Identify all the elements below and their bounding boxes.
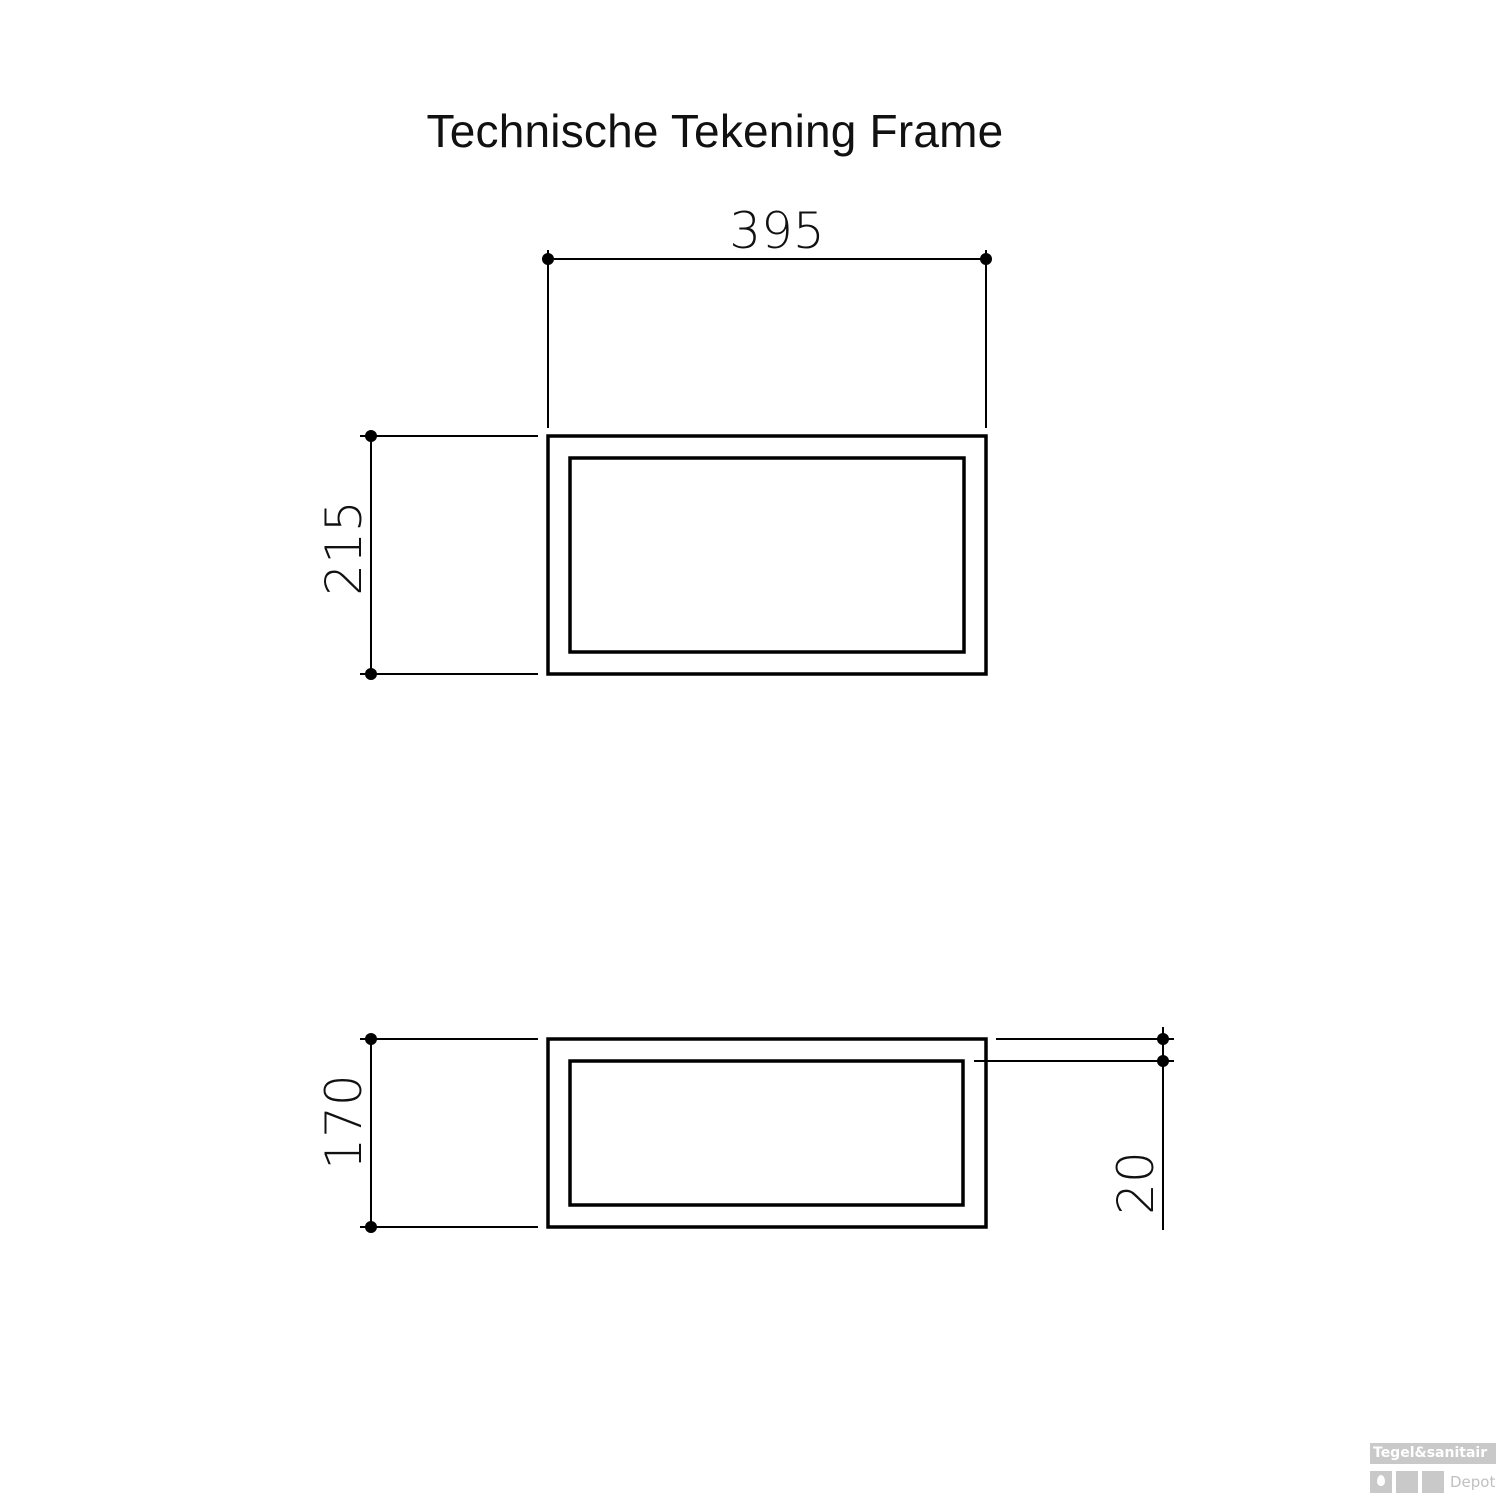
brand-name: Tegel&sanitair — [1370, 1443, 1496, 1464]
brand-watermark: Tegel&sanitair Depot — [1370, 1443, 1496, 1498]
front-view: 395 215 — [315, 202, 992, 680]
width-dimension-label: 395 — [729, 202, 824, 260]
brand-subtitle: Depot — [1450, 1472, 1496, 1491]
depth-dimension-label: 170 — [315, 1074, 373, 1169]
tile-square-icon — [1396, 1470, 1418, 1493]
tile-square-icon — [1422, 1470, 1444, 1493]
frame-thickness-dimension: 20 — [974, 1027, 1174, 1230]
side-inner-opening — [568, 1059, 965, 1207]
drawing-title: Technische Tekening Frame — [426, 105, 1004, 157]
water-drop-icon — [1370, 1470, 1392, 1493]
frame-thickness-label: 20 — [1107, 1151, 1165, 1215]
front-outer-frame — [546, 434, 988, 676]
height-dimension-label: 215 — [315, 500, 373, 595]
depth-dimension: 170 — [315, 1033, 538, 1233]
width-dimension: 395 — [542, 202, 992, 428]
height-dimension: 215 — [315, 430, 538, 680]
side-outer-frame — [546, 1037, 988, 1229]
front-inner-opening — [568, 456, 966, 654]
side-view: 170 20 — [315, 1027, 1174, 1233]
